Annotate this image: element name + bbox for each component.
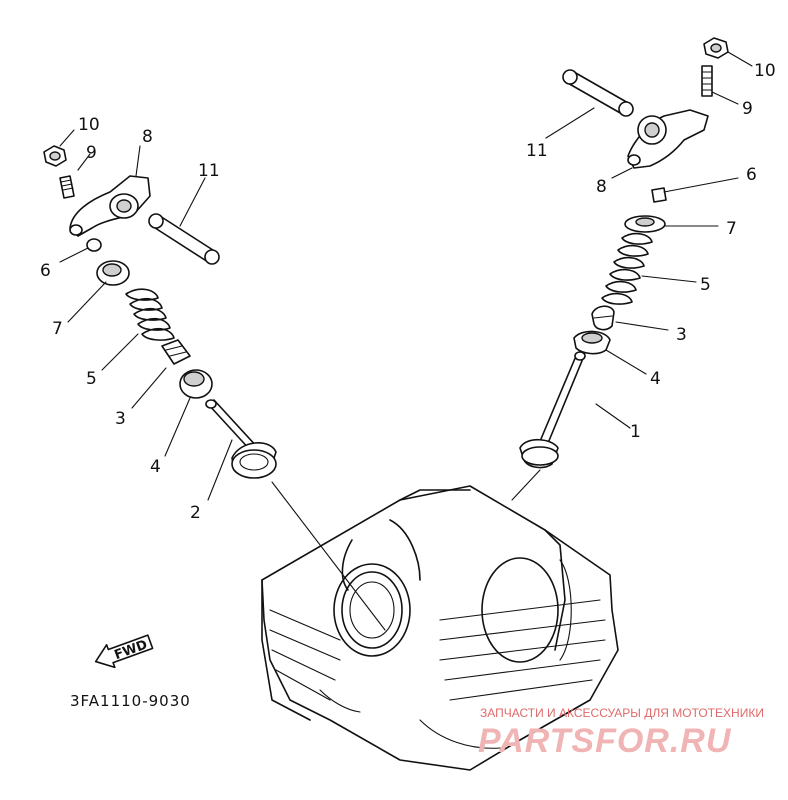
label-8-right: 8	[596, 177, 607, 197]
label-2: 2	[190, 503, 201, 523]
rocker-shaft-left	[148, 213, 220, 265]
leader-lines	[59, 51, 753, 631]
label-1: 1	[630, 422, 641, 442]
label-4-left: 4	[150, 457, 161, 477]
label-11-right: 11	[526, 141, 548, 161]
label-11-left: 11	[198, 161, 220, 181]
label-7-right: 7	[726, 219, 737, 239]
locknut-right	[703, 37, 729, 59]
valve-seal-left	[161, 339, 191, 365]
label-4-right: 4	[650, 369, 661, 389]
rocker-arm-right	[627, 109, 709, 169]
watermark: ЗАПЧАСТИ И АКСЕССУАРЫ ДЛЯ МОТОТЕХНИКИ PA…	[478, 706, 764, 760]
label-9-right: 9	[742, 99, 753, 119]
callout-labels: 1 2 3 3 4 4 5 5 6 6 7 7 8 8 9 9 10 10 11…	[40, 61, 776, 523]
label-5-left: 5	[86, 369, 97, 389]
label-10-right: 10	[754, 61, 776, 81]
valve-cotter-left	[86, 238, 102, 252]
valve-seal-right	[591, 305, 615, 331]
diagram-code: 3FA1110-9030	[70, 692, 191, 710]
valve-retainer-left	[179, 369, 213, 399]
label-5-right: 5	[700, 275, 711, 295]
watermark-caption: ЗАПЧАСТИ И АКСЕССУАРЫ ДЛЯ МОТОТЕХНИКИ	[480, 706, 764, 720]
spring-seat-left	[96, 260, 130, 286]
label-9-left: 9	[86, 143, 97, 163]
valve-spring-left	[125, 288, 175, 341]
rocker-shaft-right	[562, 69, 634, 117]
label-7-left: 7	[52, 319, 63, 339]
adjust-screw-left	[59, 175, 75, 199]
watermark-brand: PARTSFOR.RU	[478, 722, 732, 760]
label-10-left: 10	[78, 115, 100, 135]
valve-intake	[205, 399, 277, 479]
cylinder-head	[261, 485, 619, 771]
valve-cotter-right	[651, 187, 667, 203]
forward-arrow-icon: FWD	[94, 634, 154, 669]
label-8-left: 8	[142, 127, 153, 147]
spring-seat-right	[624, 215, 666, 233]
valve-exhaust	[519, 351, 586, 469]
valve-retainer-right	[573, 330, 611, 355]
rocker-arm-left	[69, 175, 151, 237]
adjust-screw-right	[701, 65, 713, 97]
label-3-right: 3	[676, 325, 687, 345]
label-6-left: 6	[40, 261, 51, 281]
label-6-right: 6	[746, 165, 757, 185]
valve-spring-right	[601, 232, 653, 305]
label-3-left: 3	[115, 409, 126, 429]
locknut-left	[43, 145, 67, 167]
